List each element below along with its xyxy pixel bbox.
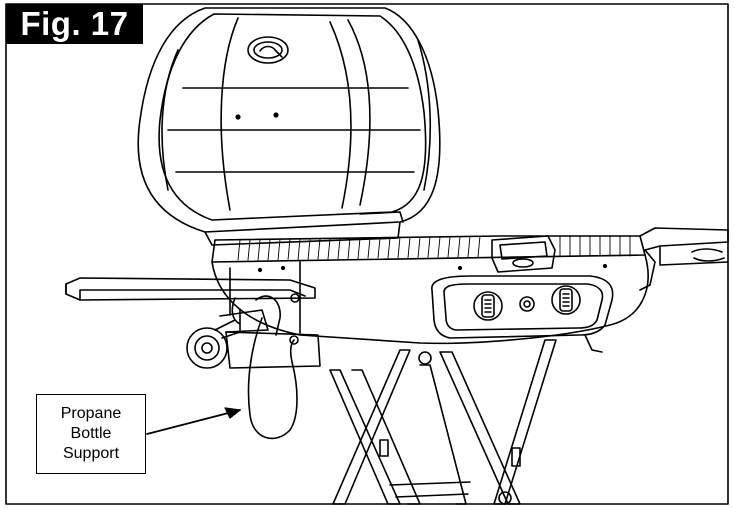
grill-lid	[137, 7, 441, 246]
igniter-button-icon	[519, 296, 535, 312]
propane-bottle-support-callout: Propane Bottle Support	[36, 394, 146, 474]
left-side-shelf	[65, 277, 316, 325]
callout-line-3: Support	[62, 445, 120, 462]
scissor-legs	[329, 334, 603, 505]
control-panel	[431, 275, 614, 339]
callout-arrow	[146, 407, 241, 435]
callout-line-2: Bottle	[70, 425, 112, 442]
right-side-shelf	[639, 227, 729, 291]
grill-body	[211, 235, 649, 345]
figure-border	[5, 3, 729, 505]
callout-line-1: Propane	[60, 405, 122, 422]
figure-number-label: Fig. 17	[6, 4, 143, 44]
right-burner-knob-icon	[551, 285, 581, 315]
lid-logo-icon	[247, 36, 289, 64]
regulator-knob-icon	[186, 327, 228, 369]
propane-bottle-support	[186, 295, 321, 440]
left-burner-knob-icon	[473, 291, 503, 321]
temperature-gauge	[491, 235, 556, 273]
